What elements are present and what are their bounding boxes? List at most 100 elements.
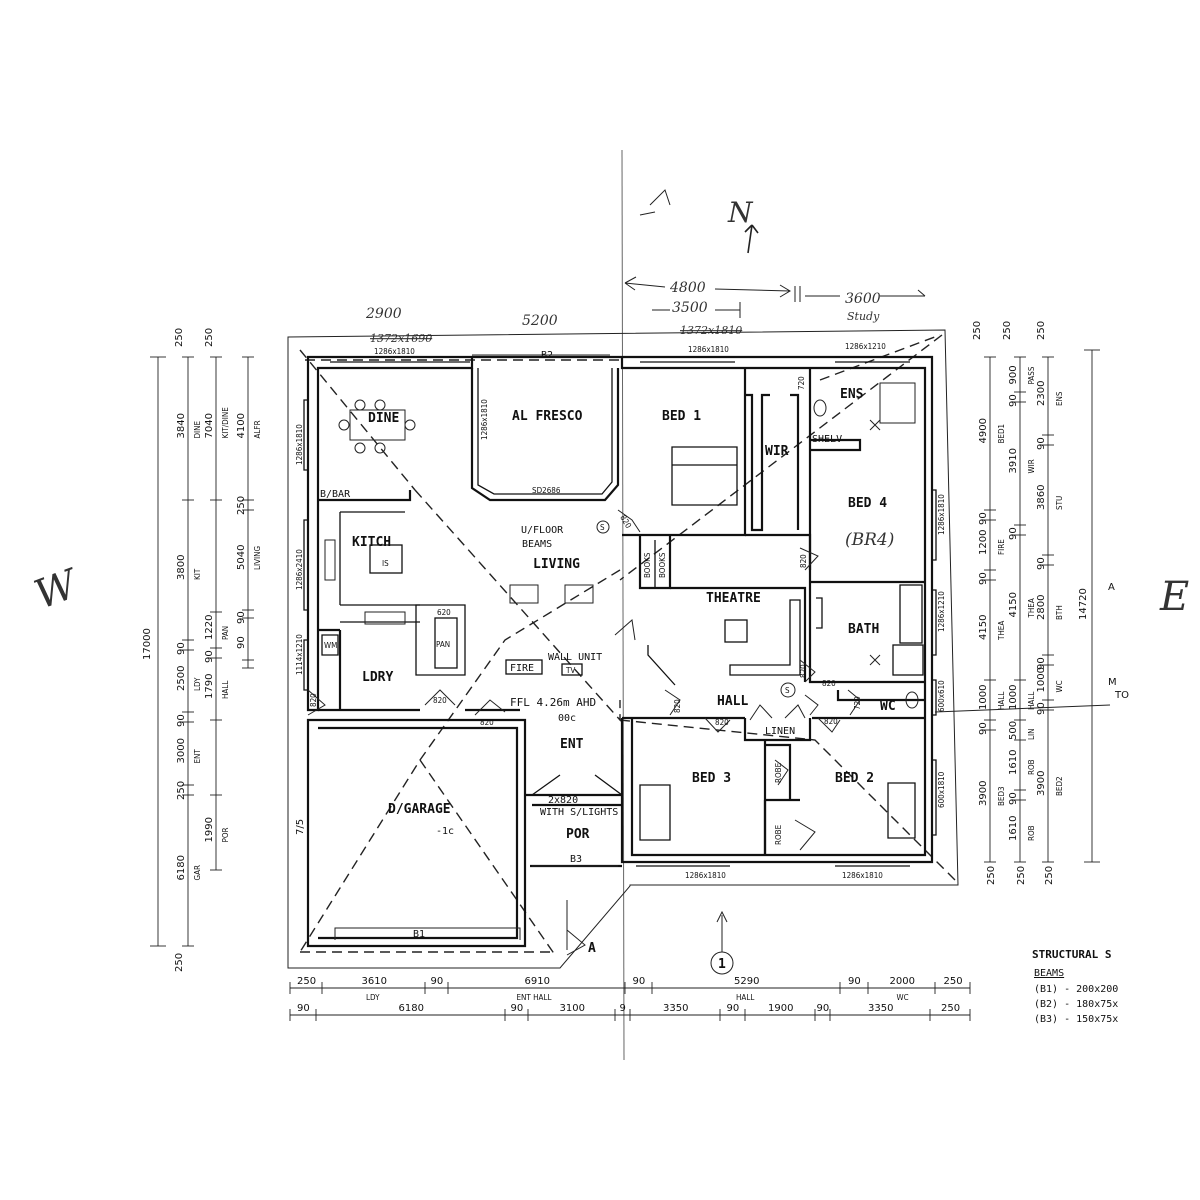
win-tag-bed1: 1286x1810 xyxy=(688,345,729,354)
dim-label: ENS xyxy=(1055,391,1064,406)
door-tag-bed4: 820 xyxy=(799,554,808,568)
toilet xyxy=(813,399,827,417)
dim-value: 2000 xyxy=(890,976,915,987)
room-kitch: KITCH xyxy=(352,535,391,550)
section-label-a: A xyxy=(588,941,596,956)
dim-value: 90 xyxy=(1036,437,1047,450)
smoke-alarm xyxy=(780,682,796,698)
beam-b2: B2 xyxy=(541,350,553,361)
floor-waste xyxy=(869,419,881,431)
dim-value: 1900 xyxy=(768,1003,793,1014)
room-theatre: THEATRE xyxy=(706,591,761,606)
dim-value: 90 xyxy=(978,512,989,525)
overall-right: 14720 xyxy=(1078,588,1089,620)
dim-value: 5290 xyxy=(734,976,759,987)
dim-value: 90 xyxy=(1008,792,1019,805)
room-bed2: BED 2 xyxy=(835,771,874,786)
ufloor-label: U/FLOOR xyxy=(521,525,564,536)
win-tag-kitch: 1286x2410 xyxy=(295,549,304,590)
windows xyxy=(303,356,937,867)
sliding-door: SD2686 xyxy=(532,486,561,495)
hand-arrow xyxy=(624,276,666,291)
room-ldry: LDRY xyxy=(362,670,393,685)
dim-value: 3350 xyxy=(868,1003,893,1014)
dim-value: 1000 xyxy=(978,685,989,710)
dim-value: 90 xyxy=(236,636,247,649)
grid-marker-label: 1 xyxy=(718,957,726,972)
dim-value: 4900 xyxy=(978,418,989,443)
dim-value: 90 xyxy=(848,976,861,987)
win-tag-wc: 600x610 xyxy=(937,680,946,712)
door-tag-bed2: 820 xyxy=(824,717,838,726)
dim-label: ENT HALL xyxy=(517,993,552,1002)
win-tag-bath: 1286x1210 xyxy=(937,591,946,632)
hand-strike-1: 1372x1690 xyxy=(370,332,432,345)
legend-item: (B2) - 180x75x xyxy=(1034,999,1118,1010)
fire-label: FIRE xyxy=(510,663,534,674)
sofa xyxy=(509,584,539,604)
dim-label: DINE xyxy=(193,420,202,438)
left-top-250b: 250 xyxy=(204,328,215,347)
win-tag-bed3: 1286x1810 xyxy=(685,871,726,880)
dim-label: BED1 xyxy=(997,424,1006,444)
dim-label: ALFR xyxy=(253,420,262,438)
tv-label: TV xyxy=(565,666,575,675)
dim-value: 90 xyxy=(1036,657,1047,670)
room-pan: PAN xyxy=(436,640,450,649)
hand-3500: 3500 xyxy=(672,300,708,316)
dim-value: 90 xyxy=(978,722,989,735)
room-ent: ENT xyxy=(560,737,584,752)
door-tag-ldry: 820 xyxy=(309,693,318,707)
dim-value: 4150 xyxy=(978,615,989,640)
sink xyxy=(364,611,406,625)
dim-value: 3840 xyxy=(176,413,187,438)
dim-label: LIN xyxy=(1027,728,1036,740)
sofa xyxy=(564,584,594,604)
door-tag-hall: 820 xyxy=(673,699,682,713)
smoke-alarm-label: S xyxy=(785,686,790,695)
left-bottom-250: 250 xyxy=(174,953,185,972)
hand-arrow xyxy=(652,302,741,318)
dim-value: 90 xyxy=(978,572,989,585)
dim-value: 3100 xyxy=(560,1003,585,1014)
right-bottom-250: 250 xyxy=(986,866,997,885)
room-wir: WIR xyxy=(765,444,789,459)
smoke-alarm xyxy=(596,520,610,534)
dim-value: 250 xyxy=(297,976,316,987)
books-label-1: BOOKS xyxy=(643,552,652,578)
note-partial: M xyxy=(1108,677,1117,688)
win-tag-bed4: 1286x1810 xyxy=(937,494,946,535)
dim-label: WC xyxy=(897,993,909,1002)
dim-value: 6180 xyxy=(176,855,187,880)
win-tag-dine: 1286x1810 xyxy=(374,347,415,356)
room-alfresco: AL FRESCO xyxy=(512,409,583,424)
dim-value: 2300 xyxy=(1036,381,1047,406)
room-bed4-note: (BR4) xyxy=(845,530,894,550)
dim-value: 1610 xyxy=(1008,750,1019,775)
ffl-label: FFL 4.26m AHD xyxy=(510,696,596,709)
dim-label: HALL xyxy=(997,692,1006,710)
dim-value: 250 xyxy=(941,1003,960,1014)
shower xyxy=(879,382,916,424)
dim-value: 90 xyxy=(1036,702,1047,715)
dim-label: LDY xyxy=(193,677,202,691)
dim-value: 1610 xyxy=(1008,816,1019,841)
section-markers: A 1 A M TO xyxy=(566,582,1129,975)
door-tag-ens: 720 xyxy=(797,376,806,390)
hand-arrow xyxy=(794,286,840,302)
dim-label: LDY xyxy=(366,993,380,1002)
legend-item: (B3) - 150x75x xyxy=(1034,1014,1118,1025)
hand-2900: 2900 xyxy=(365,306,402,322)
dim-label: ROB xyxy=(1027,759,1036,775)
dim-label: BED2 xyxy=(1055,776,1064,796)
win-tag-alfresco: 1286x1810 xyxy=(480,399,489,440)
door-tag-bed1: 820 xyxy=(618,514,633,531)
fire-box xyxy=(505,659,543,675)
win-tag-ens: 1286x1210 xyxy=(845,342,886,351)
note-partial-2: TO xyxy=(1114,690,1129,701)
dim-value: 1990 xyxy=(204,817,215,842)
dim-value: 90 xyxy=(204,650,215,663)
door-tag-pan: 620 xyxy=(437,608,451,617)
dim-value: 90 xyxy=(297,1003,310,1014)
